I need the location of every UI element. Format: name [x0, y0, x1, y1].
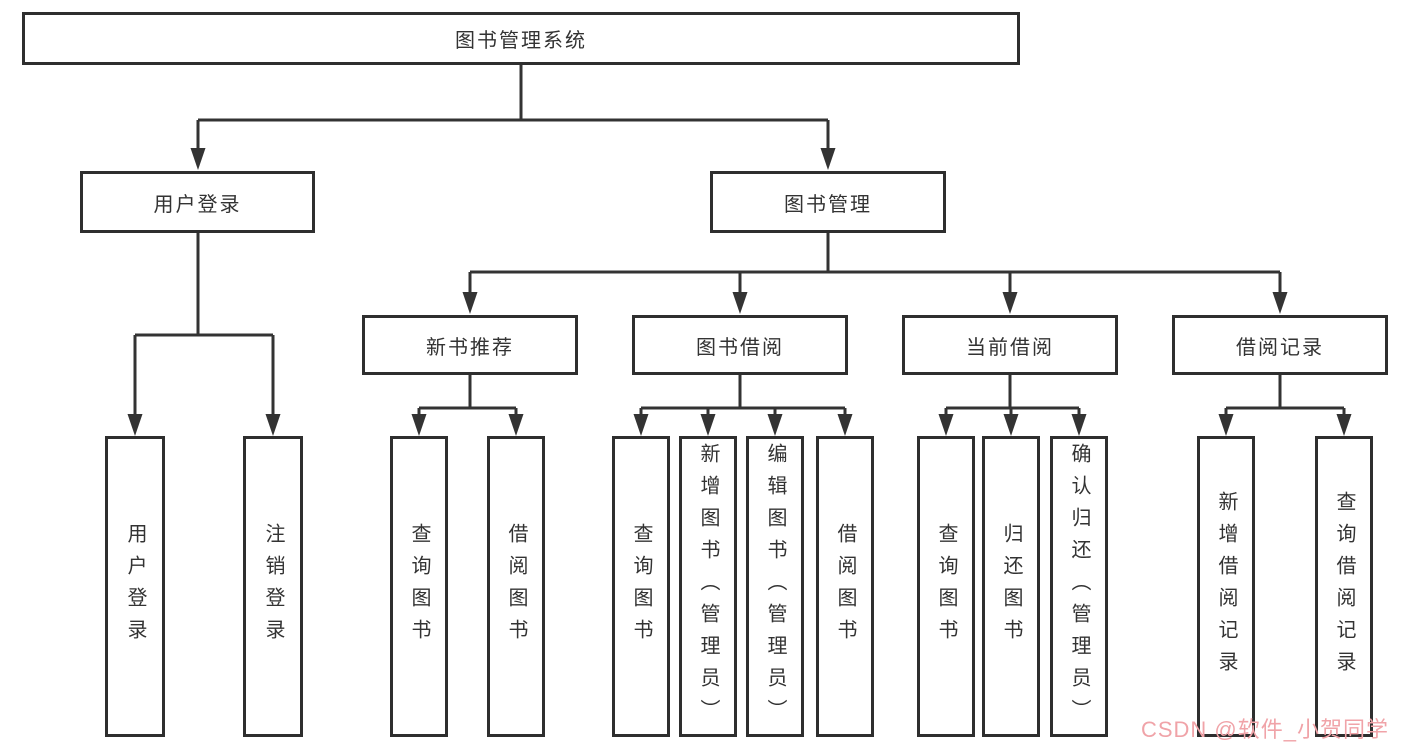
leaf-logout-label: 注销登录: [262, 522, 284, 651]
branch-current-borrow: [938, 374, 1087, 436]
leaf-rec-borrow-book: 借阅图书: [487, 436, 545, 737]
branch-borrow-records: [1218, 374, 1352, 436]
leaf-bb-add-book-admin-label: 新增图书（管理员）: [697, 442, 719, 731]
branch-user-login: [127, 232, 281, 436]
node-borrow-records-label: 借阅记录: [1236, 336, 1324, 359]
node-new-book-rec: 新书推荐: [362, 315, 578, 375]
leaf-br-query-record-label: 查询借阅记录: [1333, 490, 1355, 683]
leaf-bb-edit-book-admin-label: 编辑图书（管理员）: [764, 442, 786, 731]
leaf-user-login-label: 用户登录: [124, 522, 146, 651]
branch-book-borrow: [633, 374, 853, 436]
leaf-br-add-record: 新增借阅记录: [1197, 436, 1255, 737]
node-root: 图书管理系统: [22, 12, 1020, 65]
leaf-cb-return-book: 归还图书: [982, 436, 1040, 737]
leaf-bb-edit-book-admin: 编辑图书（管理员）: [746, 436, 804, 737]
branch-root: [190, 64, 836, 170]
branch-book-mgmt: [462, 232, 1288, 314]
leaf-br-query-record: 查询借阅记录: [1315, 436, 1373, 737]
leaf-cb-query-book: 查询图书: [917, 436, 975, 737]
leaf-user-login: 用户登录: [105, 436, 165, 737]
leaf-rec-query-book-label: 查询图书: [408, 522, 430, 651]
leaf-bb-query-book-label: 查询图书: [630, 522, 652, 651]
leaf-cb-return-book-label: 归还图书: [1000, 522, 1022, 651]
node-user-login: 用户登录: [80, 171, 315, 233]
node-user-login-label: 用户登录: [153, 193, 242, 216]
leaf-bb-add-book-admin: 新增图书（管理员）: [679, 436, 737, 737]
watermark: CSDN @软件_小贺同学: [1140, 717, 1389, 742]
leaf-cb-confirm-return-admin: 确认归还（管理员）: [1050, 436, 1108, 737]
node-book-borrow: 图书借阅: [632, 315, 848, 375]
leaf-cb-confirm-return-admin-label: 确认归还（管理员）: [1068, 442, 1090, 731]
node-borrow-records: 借阅记录: [1172, 315, 1388, 375]
node-current-borrow: 当前借阅: [902, 315, 1118, 375]
node-root-label: 图书管理系统: [455, 30, 587, 52]
node-current-borrow-label: 当前借阅: [966, 336, 1054, 359]
leaf-br-add-record-label: 新增借阅记录: [1215, 490, 1237, 683]
node-book-borrow-label: 图书借阅: [696, 336, 784, 359]
leaf-bb-query-book: 查询图书: [612, 436, 670, 737]
leaf-cb-query-book-label: 查询图书: [935, 522, 957, 651]
leaf-bb-borrow-book-label: 借阅图书: [834, 522, 856, 651]
leaf-rec-borrow-book-label: 借阅图书: [505, 522, 527, 651]
leaf-logout: 注销登录: [243, 436, 303, 737]
branch-new-book-rec: [411, 374, 524, 436]
leaf-bb-borrow-book: 借阅图书: [816, 436, 874, 737]
leaf-rec-query-book: 查询图书: [390, 436, 448, 737]
node-new-book-rec-label: 新书推荐: [426, 336, 514, 359]
node-book-mgmt-label: 图书管理: [784, 193, 872, 216]
node-book-mgmt: 图书管理: [710, 171, 946, 233]
